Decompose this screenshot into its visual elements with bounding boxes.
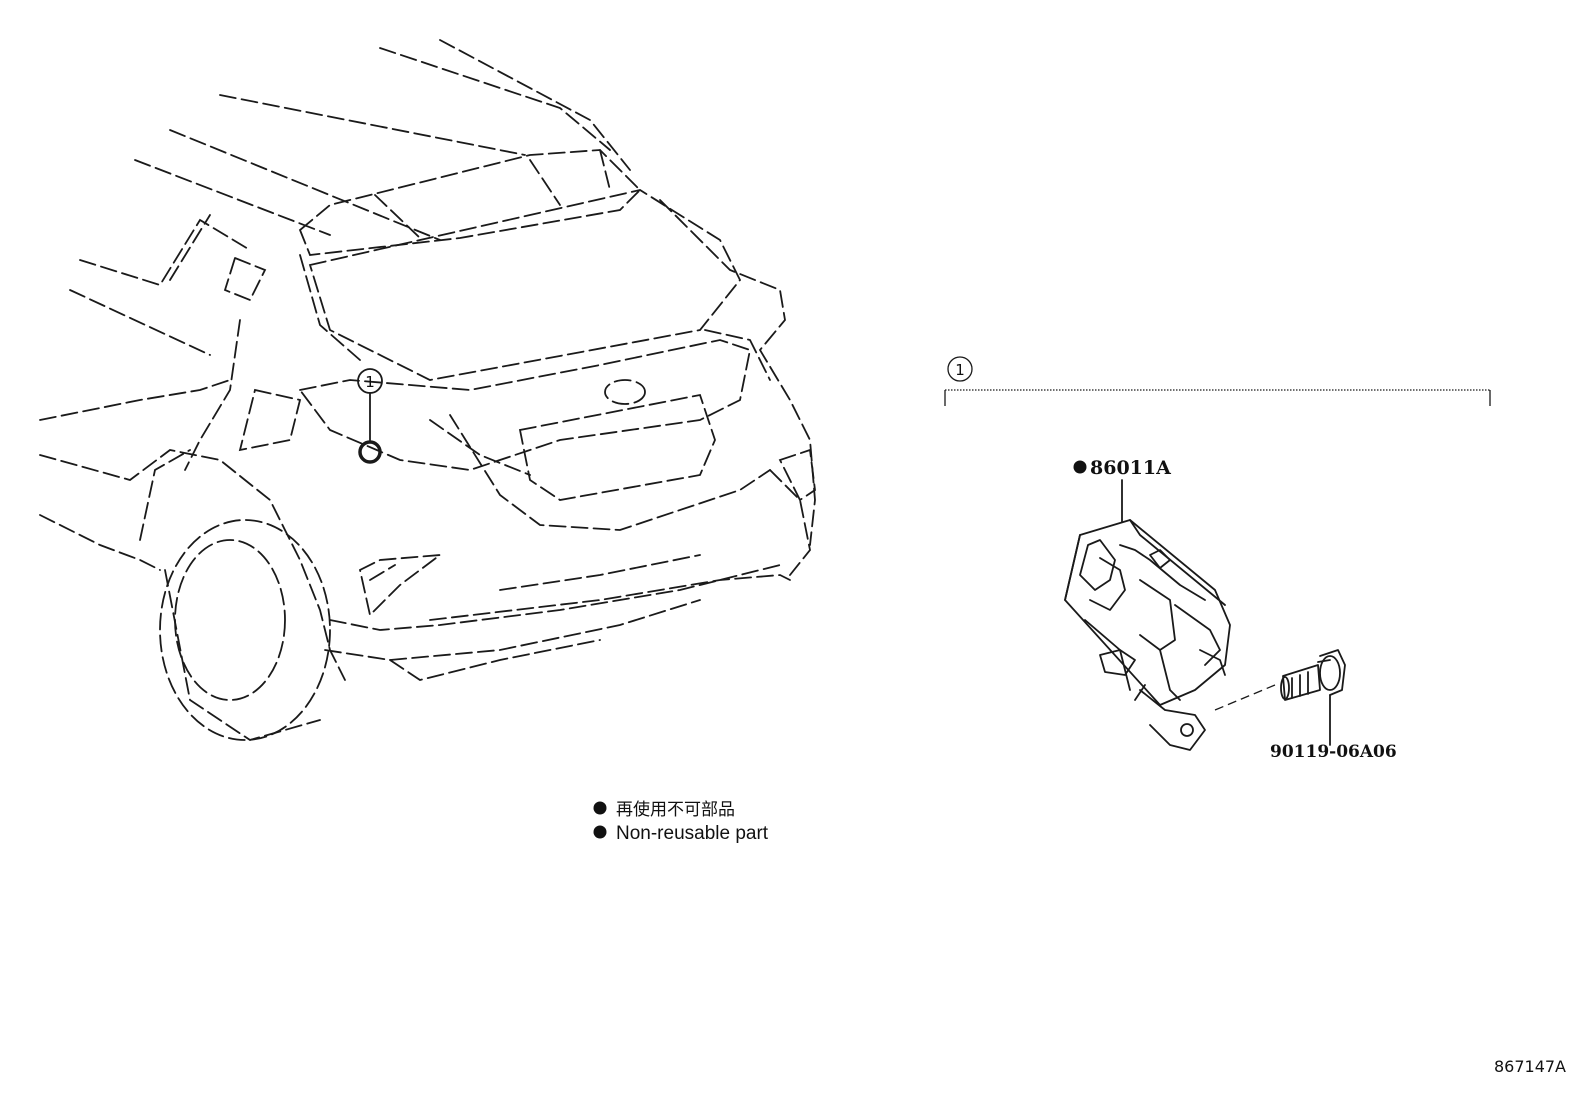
vehicle-location-callout: 1 [357,368,383,464]
non-reusable-marker [1073,460,1087,474]
legend-bullet-icon [593,801,607,815]
assembly-group: 1 [944,356,1491,406]
bolt-drawing [1280,649,1346,701]
module-drawing [1064,519,1231,751]
part-86011a: 86011A [1064,457,1231,751]
vehicle-illustration [39,39,816,741]
drawing-code: 867147A [1494,1057,1566,1076]
legend-text-jp: 再使用不可部品 [616,799,735,820]
group-callout-number: 1 [955,361,965,379]
part-number-label: 90119-06A06 [1270,742,1397,762]
part-location-marker [358,440,382,464]
legend-text-en: Non-reusable part [616,823,769,844]
callout-number: 1 [365,373,375,391]
legend-bullet-icon [593,825,607,839]
part-90119-06a06: 90119-06A06 [1214,649,1397,762]
part-number-label: 86011A [1090,457,1171,479]
legend: 再使用不可部品 Non-reusable part [593,799,769,844]
